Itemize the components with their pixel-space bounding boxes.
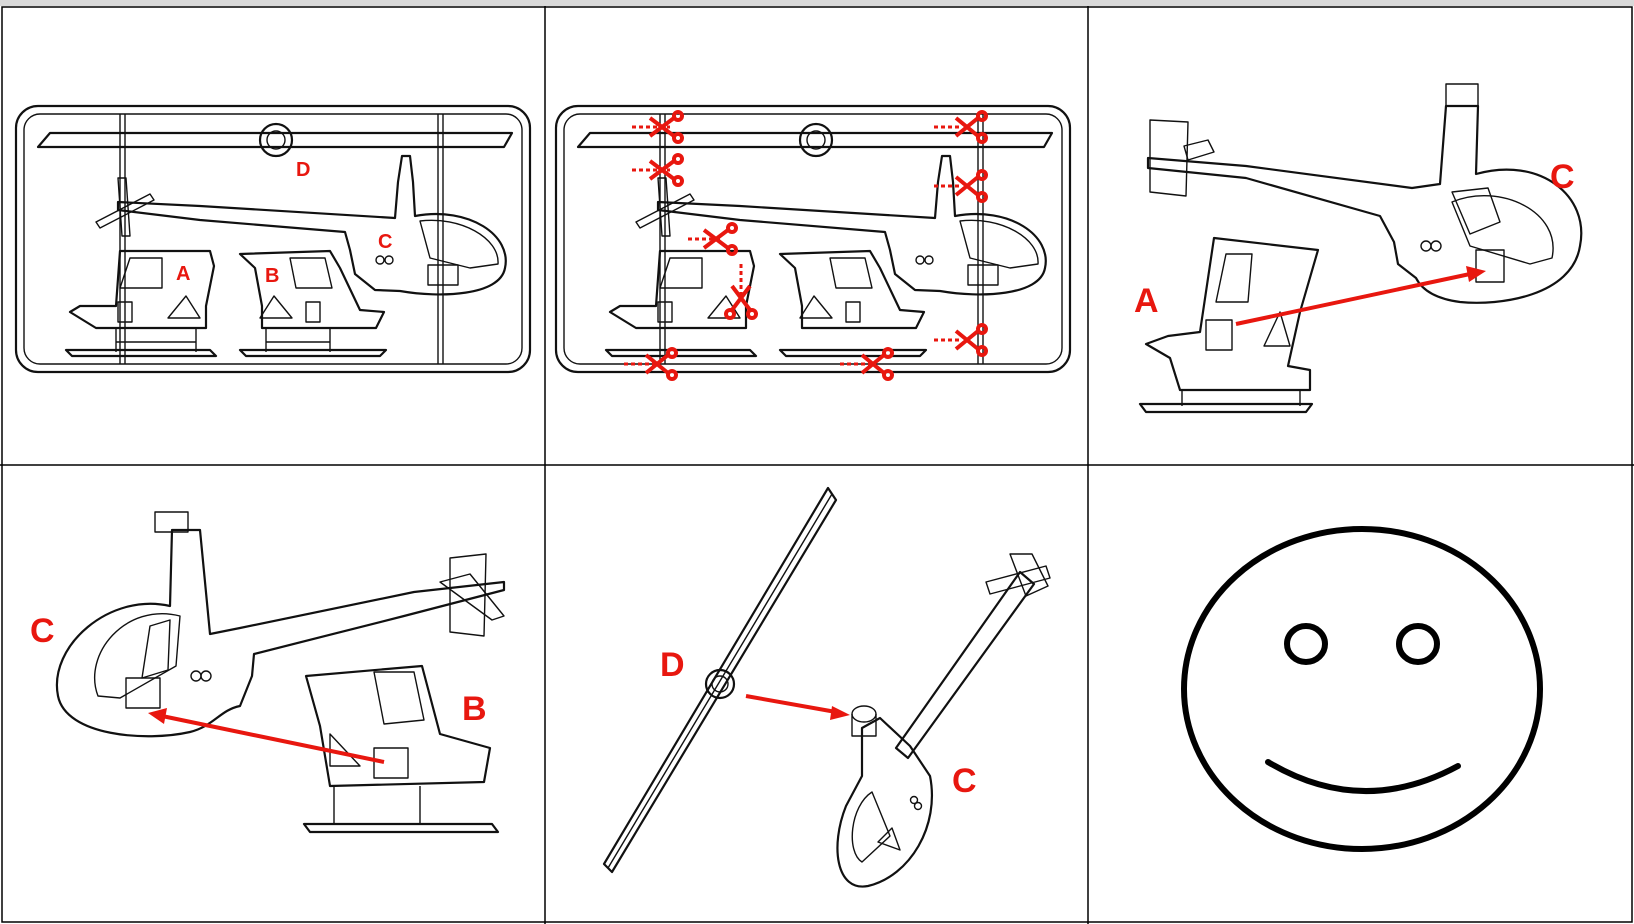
panel-1-sprue: D A B C [14,104,532,374]
scissors-icon [934,110,988,144]
arrow-icon [161,714,385,764]
label-a: A [176,263,190,285]
grid-lines [0,6,1634,924]
label-c: C [30,612,55,650]
scissors-icon [624,347,678,381]
scissors-icon [840,347,894,381]
panel-3-attach-a: C A [1134,83,1583,414]
label-c: C [1550,158,1575,196]
instruction-grid: D A B C [0,6,1634,924]
arrow-icon [1235,272,1471,326]
scissors-icon [688,222,738,256]
scissors-icon [632,153,684,187]
scissors-icon [724,264,758,320]
label-c: C [378,231,392,253]
smiley-icon [1181,526,1543,852]
label-b: B [265,265,279,287]
label-d: D [296,159,310,181]
panel-2-cut-sprue [554,104,1072,381]
scissors-icon [934,169,988,203]
label-c: C [952,762,977,800]
label-b: B [462,690,487,728]
scissors-icon [934,323,988,357]
panel-4-attach-b: C B [30,511,506,834]
scissors-icon [632,110,684,144]
label-a: A [1134,282,1159,320]
label-d: D [660,646,685,684]
arrow-icon [745,694,837,714]
top-border-strip [0,0,1634,6]
panel-5-attach-rotor: D C [602,486,1051,888]
